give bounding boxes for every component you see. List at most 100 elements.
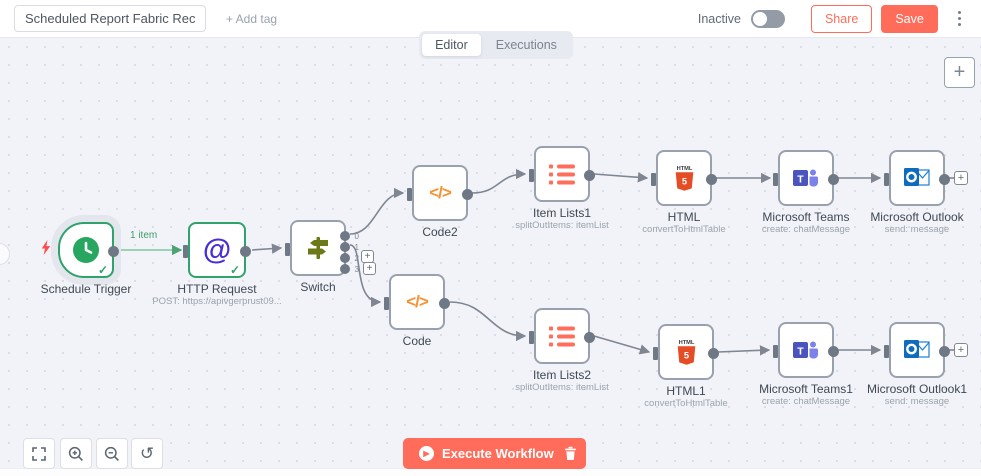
output-port[interactable] — [462, 189, 473, 200]
connection-html1-to-teams1[interactable] — [717, 345, 771, 356]
node-label: Code2 — [422, 225, 458, 239]
node-label: Item Lists2 — [532, 368, 592, 382]
trigger-bolt-icon — [41, 239, 51, 256]
list-icon — [549, 164, 575, 184]
node-sublabel: splitOutItems: itemList — [515, 220, 609, 231]
node-schedule-trigger[interactable]: ✓ Schedule Trigger — [41, 222, 131, 296]
node-html1[interactable]: HTML 5 HTML1 convertToHtmlTable — [644, 324, 728, 409]
delete-workflow-button[interactable] — [554, 438, 586, 469]
zoom-out-icon — [104, 446, 119, 461]
output-port[interactable] — [708, 348, 719, 359]
node-label: Code — [402, 334, 432, 348]
add-node-button-switch-output-3[interactable]: + — [363, 262, 376, 275]
svg-text:HTML: HTML — [678, 340, 694, 346]
connection-code-to-itemlists2[interactable] — [449, 301, 527, 342]
activation-status-label: Inactive — [697, 11, 741, 26]
output-port[interactable] — [828, 346, 839, 357]
zoom-to-fit-button[interactable] — [23, 438, 55, 469]
success-check-icon: ✓ — [229, 263, 240, 277]
add-tag-button[interactable]: + Add tag — [226, 11, 278, 26]
output-port[interactable] — [108, 246, 119, 257]
zoom-out-button[interactable] — [96, 438, 128, 469]
input-port — [773, 345, 778, 358]
teams-icon: T — [793, 341, 818, 359]
html5-icon: HTML 5 — [675, 166, 693, 191]
node-microsoft-teams1[interactable]: T Microsoft Teams1 create: chatMessage — [759, 322, 853, 407]
node-code[interactable]: </> Code — [384, 274, 450, 348]
workflow-title-input[interactable] — [14, 5, 206, 32]
html5-icon: HTML 5 — [677, 340, 695, 365]
node-item-lists1[interactable]: Item Lists1 splitOutItems: itemList — [515, 146, 609, 231]
add-node-button-after-outlook1[interactable]: + — [954, 343, 968, 357]
switch-output-label-1: 1 — [354, 243, 359, 252]
activation-toggle[interactable] — [750, 9, 785, 28]
outlook-icon — [904, 340, 930, 358]
output-port[interactable] — [584, 170, 595, 181]
input-port — [653, 347, 658, 360]
connection-code2-to-itemlists1[interactable] — [471, 168, 527, 194]
tab-editor[interactable]: Editor — [422, 34, 481, 56]
node-label: Microsoft Outlook1 — [866, 382, 968, 396]
code-icon: </> — [406, 292, 429, 311]
switch-output-port-2[interactable] — [340, 253, 350, 263]
connection-itemlists1-to-html[interactable] — [593, 172, 649, 183]
connection-http-to-switch[interactable] — [251, 243, 283, 254]
node-label: Microsoft Outlook — [870, 210, 964, 224]
node-microsoft-outlook1[interactable]: Microsoft Outlook1 send: message — [867, 322, 967, 407]
switch-output-port-1[interactable] — [340, 242, 350, 252]
node-sublabel: convertToHtmlTable — [644, 398, 728, 409]
code-icon: </> — [429, 183, 452, 202]
output-port[interactable] — [584, 332, 595, 343]
connection-itemlists2-to-html1[interactable] — [593, 335, 651, 355]
execute-workflow-button[interactable]: ▶ Execute Workflow — [403, 438, 570, 469]
input-port — [384, 297, 389, 310]
node-item-lists2[interactable]: Item Lists2 splitOutItems: itemList — [515, 308, 609, 393]
workflow-canvas[interactable]: 1 item ✓ Schedule Trigger @ ✓ HTTP Reque… — [0, 38, 981, 468]
switch-output-port-3[interactable] — [340, 264, 350, 274]
node-microsoft-outlook[interactable]: Microsoft Outlook send: message — [870, 150, 964, 235]
node-switch[interactable]: 0 1 2 3 + + Switch — [285, 220, 376, 294]
node-microsoft-teams[interactable]: T Microsoft Teams create: chatMessage — [762, 150, 850, 235]
reset-zoom-button[interactable]: ↺ — [131, 438, 163, 469]
tab-executions[interactable]: Executions — [495, 38, 557, 52]
input-port — [529, 331, 534, 344]
node-http-request[interactable]: @ ✓ HTTP Request POST: https://apivgerpr… — [152, 222, 282, 307]
svg-text:5: 5 — [683, 351, 688, 361]
zoom-in-button[interactable] — [60, 438, 92, 469]
node-sublabel: POST: https://apivgerprust09... — [152, 296, 282, 307]
save-button[interactable]: Save — [881, 4, 938, 33]
output-port[interactable] — [828, 174, 839, 185]
undo-arrow-icon: ↺ — [139, 444, 155, 463]
output-port[interactable] — [240, 246, 251, 257]
fit-screen-icon — [32, 446, 46, 461]
node-sublabel: create: chatMessage — [761, 396, 851, 407]
node-sublabel: create: chatMessage — [761, 224, 851, 235]
connection-switch1-to-code[interactable] — [349, 244, 382, 308]
input-port — [651, 173, 656, 186]
top-bar: + Add tag Inactive Share Save — [0, 0, 981, 38]
connection-switch0-to-code2[interactable] — [349, 187, 405, 235]
node-code2[interactable]: </> Code2 — [407, 165, 473, 239]
output-port[interactable] — [439, 298, 450, 309]
output-port[interactable] — [706, 174, 717, 185]
node-html[interactable]: HTML 5 HTML convertToHtmlTable — [642, 150, 726, 235]
svg-text:T: T — [797, 174, 804, 186]
input-port — [773, 173, 778, 186]
node-label: Schedule Trigger — [40, 282, 132, 296]
share-button[interactable]: Share — [810, 4, 873, 33]
list-icon — [549, 326, 575, 346]
svg-text:T: T — [797, 346, 804, 358]
teams-icon: T — [793, 169, 818, 187]
input-port — [529, 169, 534, 182]
output-port[interactable] — [939, 346, 950, 357]
node-label: Microsoft Teams — [762, 210, 850, 224]
node-label: Microsoft Teams1 — [759, 382, 853, 396]
switch-output-port-0[interactable] — [340, 231, 350, 241]
output-port[interactable] — [939, 174, 950, 185]
execute-workflow-label: Execute Workflow — [442, 446, 554, 461]
more-options-icon[interactable] — [952, 7, 967, 30]
signpost-icon — [308, 237, 328, 259]
add-node-button[interactable]: + — [944, 57, 975, 88]
node-label: Switch — [300, 280, 336, 294]
add-node-button-after-outlook[interactable]: + — [954, 171, 968, 185]
